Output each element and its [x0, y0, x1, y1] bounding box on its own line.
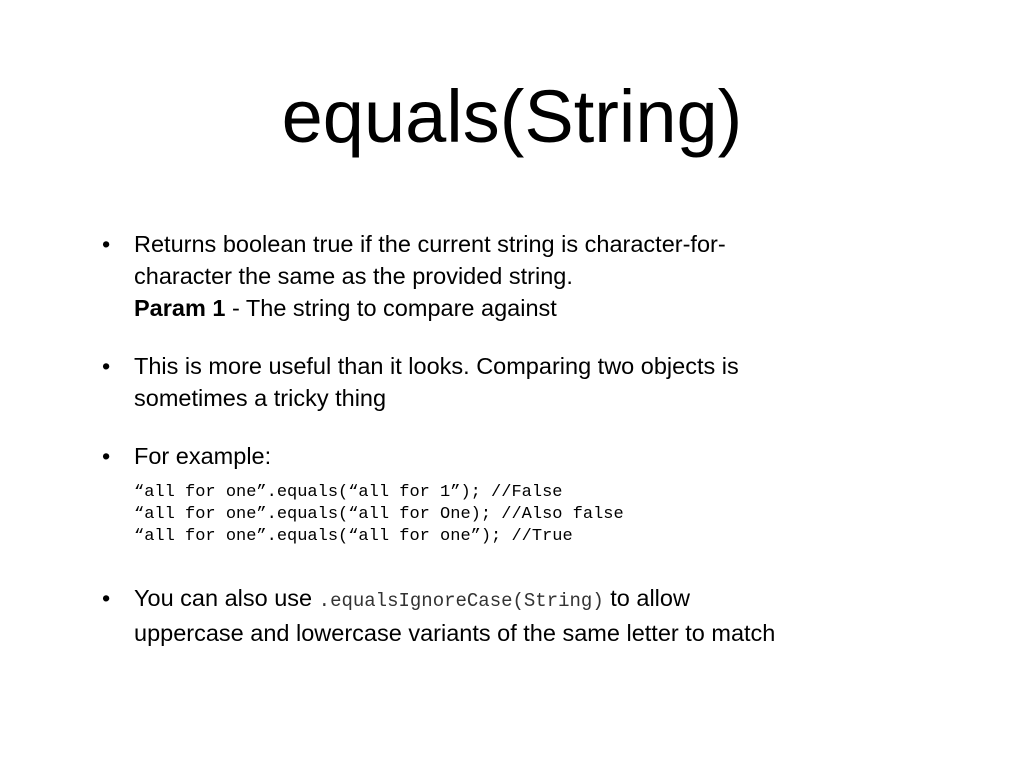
bullet-text: sometimes a tricky thing [134, 385, 387, 411]
param-text: - The string to compare against [225, 295, 557, 321]
code-example-block: “all for one”.equals(“all for 1”); //Fal… [102, 482, 962, 548]
bullet-dot: • [102, 231, 111, 257]
bullet-text-suffix: to allow [603, 585, 690, 611]
bullet-item-useful: • This is more useful than it looks. Com… [102, 350, 962, 414]
bullet-text: For example: [134, 443, 272, 469]
code-line: “all for one”.equals(“all for One); //Al… [134, 505, 624, 524]
bullet-text: This is more useful than it looks. Compa… [134, 353, 739, 379]
bullet-item-ignore-case: • You can also use .equalsIgnoreCase(Str… [102, 582, 962, 649]
bullet-text-prefix: You can also use [134, 585, 319, 611]
bullet-text: Returns boolean true if the current stri… [134, 231, 726, 257]
code-line: “all for one”.equals(“all for one”); //T… [134, 527, 573, 546]
bullet-text: character the same as the provided strin… [134, 263, 573, 289]
param-label: Param 1 [134, 295, 226, 321]
inline-code: .equalsIgnoreCase(String) [318, 590, 604, 612]
code-line: “all for one”.equals(“all for 1”); //Fal… [134, 483, 563, 502]
bullet-text: uppercase and lowercase variants of the … [134, 620, 776, 646]
bullet-text: You can also use .equalsIgnoreCase(Strin… [134, 582, 962, 617]
slide-title: equals(String) [281, 75, 743, 158]
bullet-item-example: • For example: [102, 440, 962, 472]
bullet-item-returns: • Returns boolean true if the current st… [102, 228, 962, 324]
bullet-dot: • [102, 443, 111, 469]
bullet-dot: • [102, 353, 111, 379]
bullet-dot: • [102, 585, 111, 611]
bullet-list: • Returns boolean true if the current st… [102, 228, 962, 649]
param-line: Param 1 - The string to compare against [134, 292, 962, 324]
